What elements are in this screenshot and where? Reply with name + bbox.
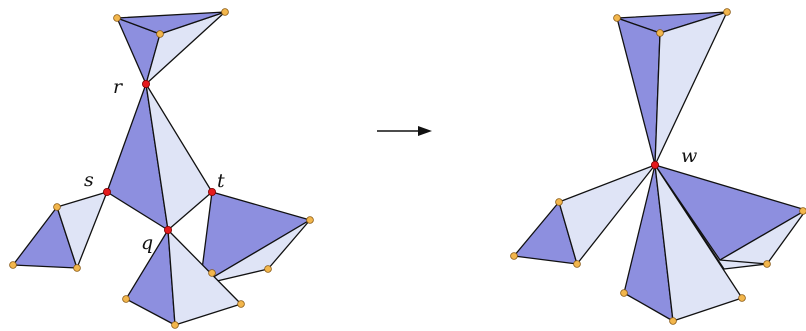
v-q-b xyxy=(171,321,179,329)
label-t: t xyxy=(217,170,225,192)
v-t-a xyxy=(306,216,314,224)
vertex-s xyxy=(103,187,112,196)
v-q-c xyxy=(237,300,245,308)
vertex-r xyxy=(141,80,150,89)
vertex-q xyxy=(163,225,172,234)
vertex-w xyxy=(651,160,660,169)
arrow xyxy=(377,126,432,136)
top-face-back xyxy=(116,11,226,35)
arrow-head xyxy=(418,126,432,136)
rv-r-a xyxy=(799,207,806,215)
rv-l-a xyxy=(555,198,563,206)
w-top-1 xyxy=(616,17,661,166)
v-t-b xyxy=(264,265,272,273)
v-top-b xyxy=(156,30,164,38)
v-top-a xyxy=(113,14,121,22)
v-top-c xyxy=(221,8,229,16)
w-top-2 xyxy=(654,11,728,166)
t-face-2 xyxy=(199,219,311,286)
rv-r-b xyxy=(763,260,771,268)
q-face-2 xyxy=(167,229,242,326)
v-s-b xyxy=(9,261,17,269)
left-complex xyxy=(9,8,314,329)
v-q-a xyxy=(122,295,130,303)
w-left-2 xyxy=(558,164,656,265)
center-face-2 xyxy=(145,83,213,231)
rv-top-b xyxy=(656,29,664,37)
v-s-c xyxy=(73,264,81,272)
label-s: s xyxy=(84,169,94,191)
label-w: w xyxy=(681,145,697,167)
vertex-t xyxy=(207,187,216,196)
v-t-c xyxy=(208,269,216,277)
rv-b-b xyxy=(669,317,677,325)
rv-b-a xyxy=(620,289,628,297)
right-complex xyxy=(510,8,806,325)
rv-l-c xyxy=(573,260,581,268)
rv-l-b xyxy=(510,252,518,260)
w-right-2 xyxy=(719,209,806,265)
rv-top-c xyxy=(723,8,731,16)
w-bottom-2 xyxy=(654,164,743,322)
rv-top-a xyxy=(613,14,621,22)
s-face-2 xyxy=(56,191,108,269)
label-q: q xyxy=(141,232,153,254)
v-s-a xyxy=(53,203,61,211)
label-r: r xyxy=(113,76,124,98)
rv-b-c xyxy=(738,294,746,302)
